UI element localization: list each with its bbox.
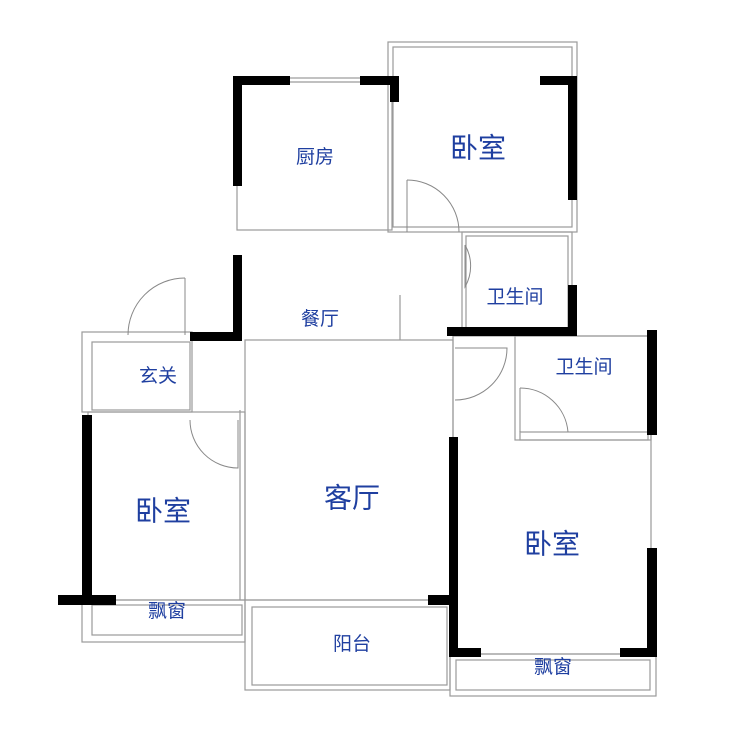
room-bath-top: 卫生间 bbox=[486, 286, 543, 308]
room-bedroom-right: 卧室 bbox=[524, 528, 580, 561]
room-balcony: 阳台 bbox=[333, 633, 371, 655]
room-bay-left: 飘窗 bbox=[148, 600, 186, 622]
room-kitchen: 厨房 bbox=[296, 146, 334, 168]
room-bath-right: 卫生间 bbox=[555, 356, 612, 378]
room-bedroom-left: 卧室 bbox=[135, 495, 191, 528]
room-bay-right: 飘窗 bbox=[534, 656, 572, 678]
room-entrance: 玄关 bbox=[139, 365, 177, 387]
room-dining: 餐厅 bbox=[301, 308, 339, 330]
room-bedroom-top: 卧室 bbox=[450, 132, 506, 165]
thin-walls bbox=[81, 41, 657, 697]
doors bbox=[127, 179, 569, 469]
room-labels: 厨房 卧室 卫生间 餐厅 玄关 卫生间 卧室 客厅 卧室 飘窗 阳台 飘窗 bbox=[135, 132, 613, 679]
structural-walls bbox=[58, 76, 657, 657]
room-living: 客厅 bbox=[324, 482, 380, 515]
